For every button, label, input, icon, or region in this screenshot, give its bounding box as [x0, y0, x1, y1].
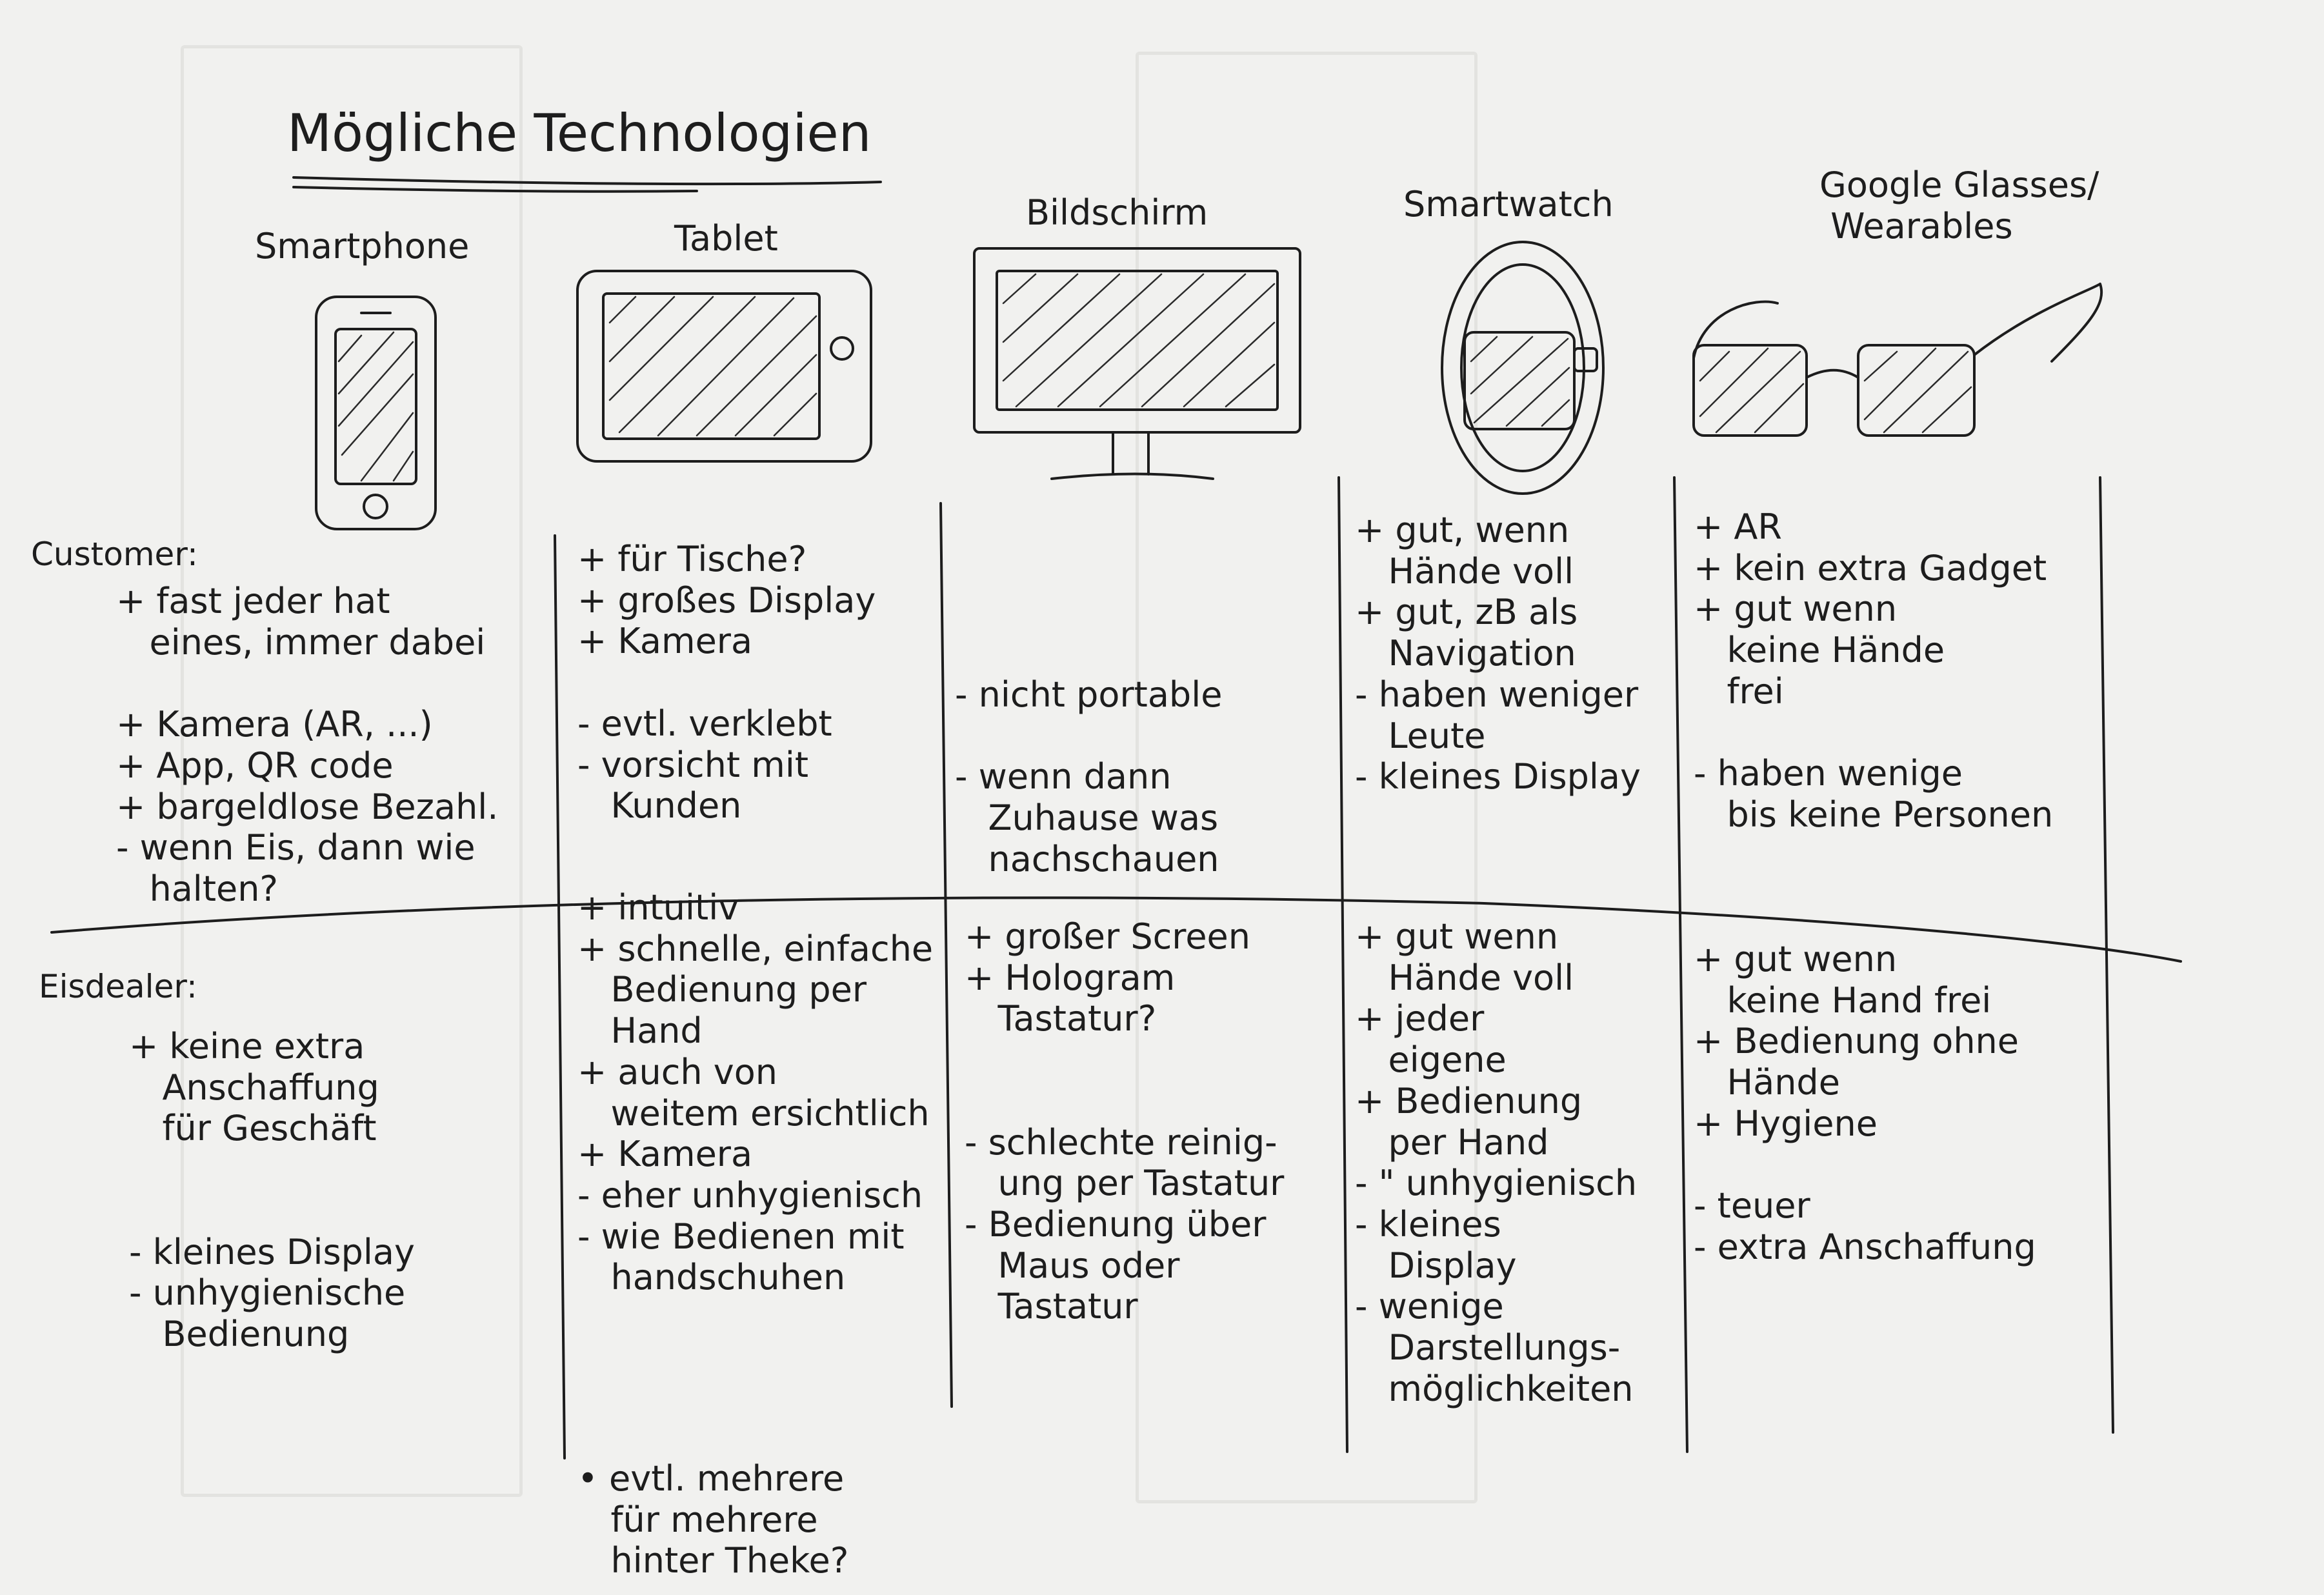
smartwatch-sketch [1441, 241, 1605, 495]
cell-customer-glasses: + AR + kein extra Gadget + gut wenn kein… [1694, 507, 2054, 836]
smartphone-sketch [315, 296, 437, 530]
cell-eisdealer-bildschirm: + großer Screen + Hologram Tastatur? - s… [965, 916, 1285, 1327]
title-underline-2 [292, 186, 698, 193]
column-header-tablet: Tablet [674, 218, 778, 259]
row-label-customer: Customer: [31, 536, 198, 573]
page-title: Mögliche Technologien [287, 103, 872, 163]
title-underline [292, 176, 882, 186]
column-header-bildschirm: Bildschirm [1026, 192, 1208, 233]
tablet-sketch [576, 270, 872, 463]
column-divider-3 [1337, 476, 1348, 1453]
row-label-eisdealer: Eisdealer: [39, 968, 197, 1005]
column-divider-2 [939, 502, 953, 1408]
cell-customer-smartwatch: + gut, wenn Hände voll + gut, zB als Nav… [1355, 510, 1641, 798]
column-divider-5 [2099, 476, 2114, 1434]
cell-eisdealer-smartwatch: + gut wenn Hände voll + jeder eigene + B… [1355, 916, 1638, 1409]
footnote-tablet: • evtl. mehrere für mehrere hinter Theke… [577, 1458, 849, 1581]
column-divider-4 [1673, 476, 1688, 1453]
cell-eisdealer-smartphone: + keine extra Anschaffung für Geschäft -… [129, 1026, 415, 1355]
glasses-sketch [1692, 283, 2103, 437]
cell-customer-tablet: + für Tische? + großes Display + Kamera … [577, 539, 876, 827]
column-header-smartphone: Smartphone [255, 226, 470, 266]
cell-customer-bildschirm: - nicht portable - wenn dann Zuhause was… [955, 674, 1223, 879]
cell-eisdealer-glasses: + gut wenn keine Hand frei + Bedienung o… [1694, 939, 2036, 1268]
column-header-glasses: Google Glasses/ Wearables [1819, 165, 2099, 246]
column-header-smartwatch: Smartwatch [1403, 184, 1614, 225]
cell-customer-smartphone: + fast jeder hat eines, immer dabei + Ka… [116, 581, 499, 910]
cell-eisdealer-tablet: + intuitiv + schnelle, einfache Bedienun… [577, 887, 934, 1298]
horizontal-divider [50, 896, 2182, 963]
show-through-frame-right [1136, 52, 1478, 1503]
monitor-sketch [973, 247, 1301, 480]
column-divider-1 [554, 534, 566, 1460]
show-through-frame-left [181, 45, 523, 1497]
